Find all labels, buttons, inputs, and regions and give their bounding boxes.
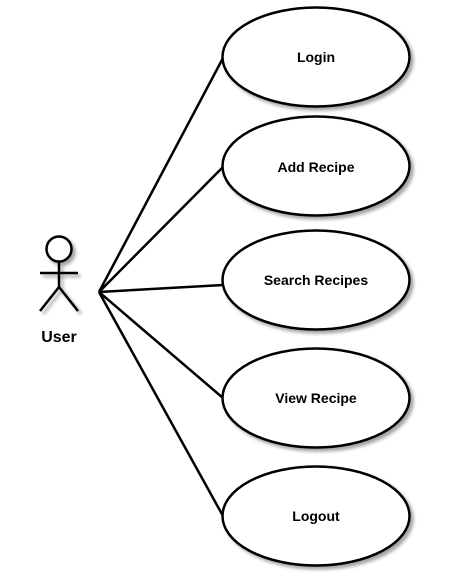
use-case-login[interactable]: Login [221,6,411,108]
use-case-view-recipe[interactable]: View Recipe [221,347,411,449]
use-case-ellipse [221,347,411,449]
actor-user[interactable] [39,235,79,312]
use-case-ellipse [221,115,411,217]
association-view-recipe [98,291,224,399]
use-case-label: Login [297,49,335,65]
use-case-label: Logout [292,508,340,524]
use-case-label: Search Recipes [264,272,368,288]
use-case-ellipse [221,229,411,331]
association-add-recipe [98,166,224,293]
use-case-add-recipe[interactable]: Add Recipe [221,115,411,217]
actor-right-leg [58,286,79,312]
use-case-label: Add Recipe [277,159,354,175]
use-case-search-recipes[interactable]: Search Recipes [221,229,411,331]
actor-label: User [41,329,77,346]
use-case-ellipse [221,6,411,108]
actor-head [45,235,73,263]
use-case-label: View Recipe [275,390,357,406]
actor-left-leg [39,286,60,312]
use-case-logout[interactable]: Logout [221,465,411,567]
association-search-recipes [98,283,224,294]
association-logout [97,291,225,517]
association-login [97,57,225,293]
use-case-ellipse [221,465,411,567]
association-lines [97,57,225,517]
